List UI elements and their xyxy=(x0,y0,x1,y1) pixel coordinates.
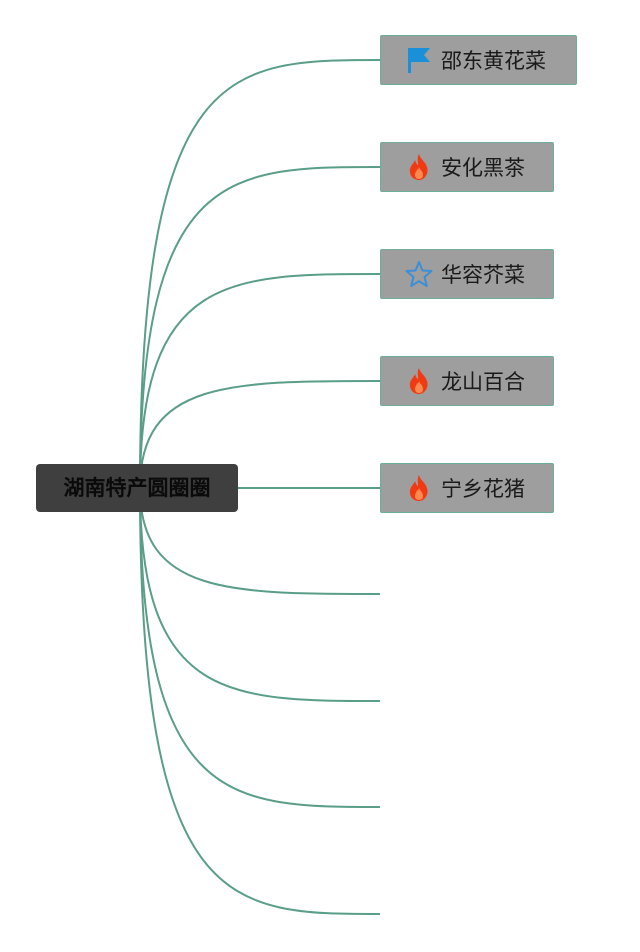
connector-line xyxy=(139,487,381,808)
child-node-ningxiang-pig[interactable]: 宁乡花猪 xyxy=(380,463,554,513)
child-node-label: 华容芥菜 xyxy=(441,263,525,287)
child-node-label: 宁乡花猪 xyxy=(441,477,525,501)
root-node[interactable]: 湖南特产圆圈圈 xyxy=(36,464,238,512)
connector-line xyxy=(139,487,381,702)
connector-line xyxy=(139,273,381,489)
star-icon xyxy=(405,260,433,288)
fire-icon xyxy=(405,474,433,502)
child-node-label: 龙山百合 xyxy=(441,370,525,394)
connector-line xyxy=(139,59,381,489)
child-node-label: 安化黑茶 xyxy=(441,156,525,180)
child-node-label: 邵东黄花菜 xyxy=(441,49,546,73)
connector-line xyxy=(139,487,381,915)
connector-line xyxy=(139,380,381,489)
child-node-huarong-mustard[interactable]: 华容芥菜 xyxy=(380,249,554,299)
root-node-label: 湖南特产圆圈圈 xyxy=(63,476,211,500)
child-node-anhua-dark-tea[interactable]: 安化黑茶 xyxy=(380,142,554,192)
connector-line xyxy=(139,487,381,595)
child-node-longshan-lily[interactable]: 龙山百合 xyxy=(380,356,554,406)
connector-line xyxy=(139,166,381,489)
fire-icon xyxy=(405,153,433,181)
fire-icon xyxy=(405,367,433,395)
flag-icon xyxy=(405,46,433,74)
child-node-shaodong-daylily[interactable]: 邵东黄花菜 xyxy=(380,35,577,85)
